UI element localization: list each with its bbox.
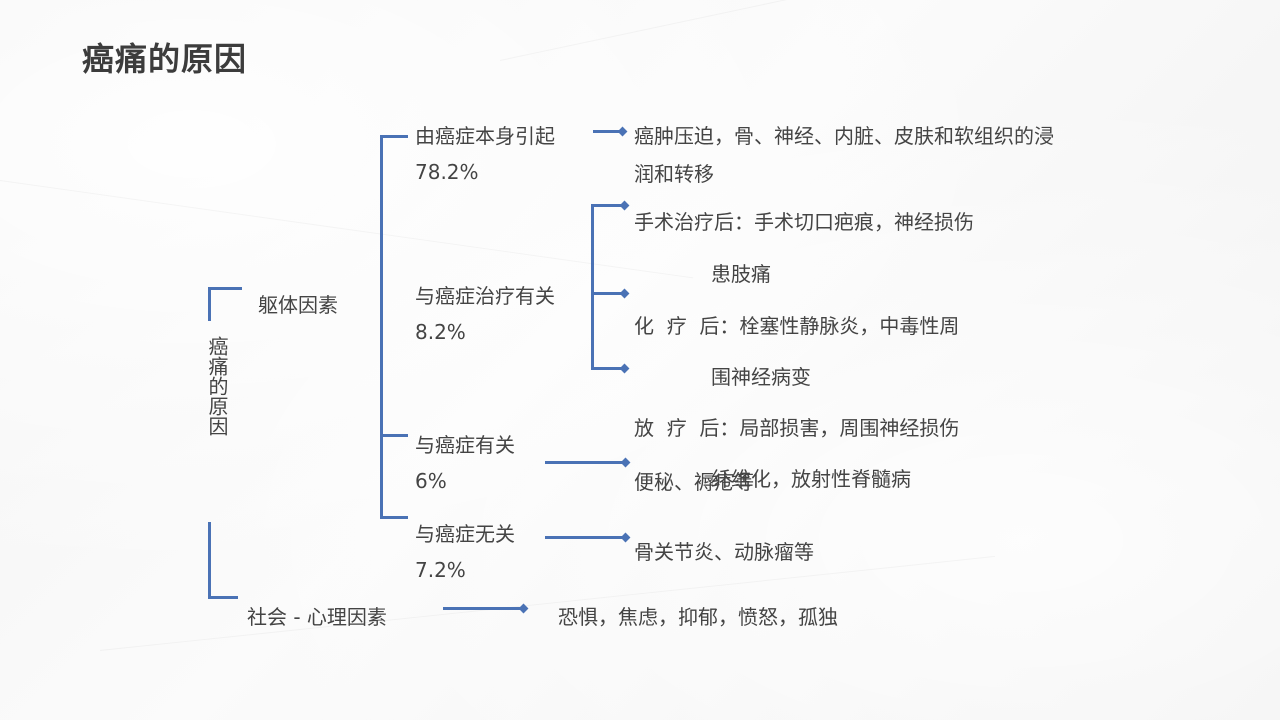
page-title: 癌痛的原因 [82,40,248,78]
treatment-bracket-spine [591,204,594,370]
detail-surgery: 手术治疗后：手术切口疤痕，神经损伤 [634,210,974,234]
root-bracket-bottom-arm [208,596,238,599]
detail-related: 便秘、褥疮等 [634,470,754,494]
category-label: 与癌症无关 [415,522,515,546]
arrow-psychosocial [443,607,523,610]
arrow-cancer-itself [593,130,623,133]
category-label: 与癌症有关 [415,433,515,457]
detail-chemo: 化 疗 后：栓塞性静脉炎，中毒性周 [634,314,960,338]
detail-radio: 纤维化，放射性脊髓病 [711,467,911,491]
category-percent: 78.2% [415,160,479,184]
detail-cancer-itself: 癌肿压迫，骨、神经、内脏、皮肤和软组织的浸 [634,124,1054,148]
category-label: 由癌症本身引起 [415,124,555,148]
category-percent: 8.2% [415,320,466,344]
detail-unrelated: 骨关节炎、动脉瘤等 [634,540,814,564]
detail-psychosocial: 恐惧，焦虑，抑郁，愤怒，孤独 [558,605,838,629]
root-bracket-top-arm [208,287,242,290]
category-label: 与癌症治疗有关 [415,284,555,308]
category-percent: 7.2% [415,558,466,582]
detail-radio: 放 疗 后：局部损害，周围神经损伤 [634,416,960,440]
root-label: 癌痛的原因 [205,336,229,436]
treatment-arm-chemo [591,292,624,295]
detail-surgery: 患肢痛 [711,262,771,286]
arrow-related [545,461,625,464]
root-bracket-bottom [208,522,211,598]
category-percent: 6% [415,469,447,493]
category-bracket-spine [380,135,383,519]
treatment-arm-surgery [591,204,624,207]
category-bracket-arm-3 [380,434,408,437]
detail-chemo: 围神经病变 [711,365,811,389]
root-bracket-top [208,287,211,321]
category-bracket-arm-4 [380,516,408,519]
branch-psychosocial: 社会 - 心理因素 [247,605,387,629]
branch-physical: 躯体因素 [258,293,338,317]
treatment-arm-radio [591,367,624,370]
arrow-unrelated [545,536,625,539]
category-bracket-arm-1 [380,135,408,138]
detail-cancer-itself: 润和转移 [634,162,714,186]
